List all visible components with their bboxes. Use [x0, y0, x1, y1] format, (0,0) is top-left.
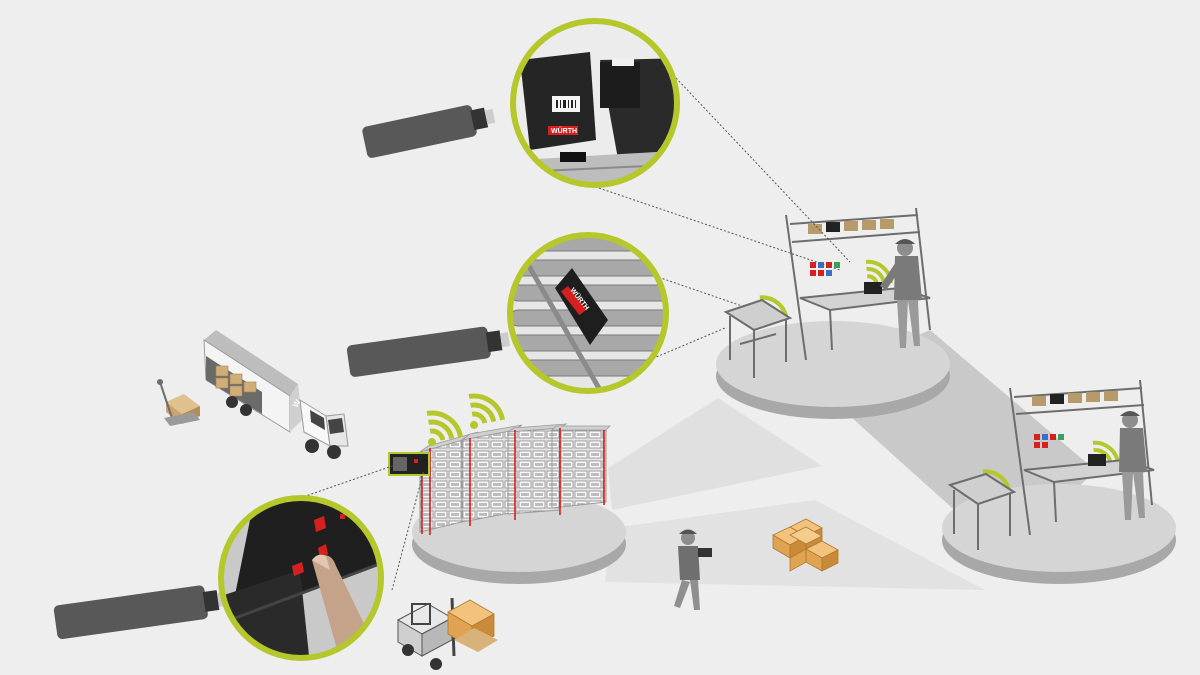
- shelf-display-device: [389, 453, 429, 475]
- brand-label-1: WÜRTH: [551, 126, 577, 135]
